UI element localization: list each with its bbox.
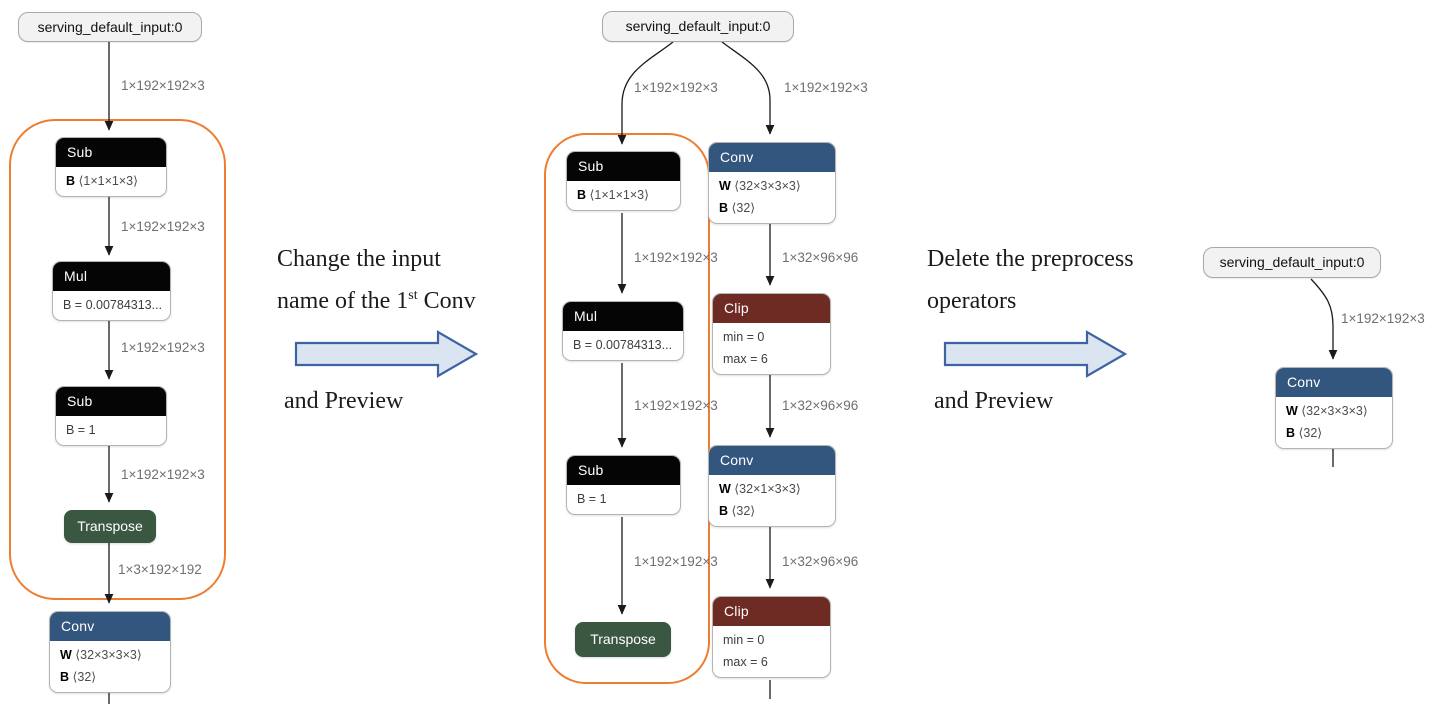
op-node-sub: Sub B = 1: [566, 455, 681, 515]
edge-label: 1×192×192×3: [121, 219, 205, 234]
param-line: B = 0.00784313...: [573, 338, 673, 352]
param-name: W: [1286, 404, 1298, 418]
param-line: max = 6: [723, 352, 768, 366]
edge-label: 1×192×192×3: [121, 78, 205, 93]
op-title: Sub: [56, 138, 166, 167]
param-value: ⟨32⟩: [731, 504, 756, 518]
edge: [721, 41, 775, 135]
op-node-sub: Sub B ⟨1×1×1×3⟩: [55, 137, 167, 197]
annotation-line: Delete the preprocess: [927, 246, 1134, 272]
edge-label: 1×192×192×3: [121, 340, 205, 355]
edge-label: 1×32×96×96: [782, 554, 859, 569]
input-node: serving_default_input:0: [1203, 247, 1381, 278]
op-node-sub: Sub B = 1: [55, 386, 167, 446]
edge-label: 1×192×192×3: [121, 467, 205, 482]
param-value: ⟨32×3×3×3⟩: [734, 179, 801, 193]
param-line: B = 1: [577, 492, 607, 506]
op-title: Mul: [53, 262, 170, 291]
param-value: ⟨32×3×3×3⟩: [75, 648, 142, 662]
transition-arrow-left: [294, 330, 479, 378]
edge: [1310, 278, 1338, 360]
op-node-sub: Sub B ⟨1×1×1×3⟩: [566, 151, 681, 211]
preprocess-group-box-left: [9, 119, 226, 600]
edge-label: 1×192×192×3: [1341, 311, 1425, 326]
op-title: Sub: [567, 456, 680, 485]
annotation-line: Change the input: [277, 246, 441, 272]
param-value: ⟨32×3×3×3⟩: [1301, 404, 1368, 418]
param-name: W: [719, 179, 731, 193]
param-line: B = 0.00784313...: [63, 298, 163, 312]
op-node-clip: Clip min = 0 max = 6: [712, 596, 831, 678]
param-name: B: [60, 670, 70, 684]
annotation-line: operators: [927, 288, 1017, 314]
op-title: Conv: [709, 446, 835, 475]
op-title: Conv: [50, 612, 170, 641]
param-value: ⟨1×1×1×3⟩: [78, 174, 138, 188]
transition-arrow-right: [943, 330, 1128, 378]
op-node-conv: Conv W ⟨32×3×3×3⟩ B ⟨32⟩: [708, 142, 836, 224]
param-value: ⟨32⟩: [72, 670, 97, 684]
edge: [617, 41, 674, 145]
input-node: serving_default_input:0: [602, 11, 794, 42]
param-name: B: [719, 201, 729, 215]
param-name: B: [1286, 426, 1296, 440]
annotation-line: and Preview: [934, 388, 1054, 414]
op-title: Clip: [713, 294, 830, 323]
op-title: Mul: [563, 302, 683, 331]
annotation-line: name of the 1st Conv: [277, 288, 476, 314]
edge-label: 1×32×96×96: [782, 250, 859, 265]
superscript: st: [408, 288, 418, 303]
input-node: serving_default_input:0: [18, 12, 202, 42]
op-node-mul: Mul B = 0.00784313...: [562, 301, 684, 361]
param-line: min = 0: [723, 330, 765, 344]
op-node-transpose: Transpose: [64, 510, 156, 543]
op-title: Conv: [709, 143, 835, 172]
param-line: min = 0: [723, 633, 765, 647]
op-title: Sub: [567, 152, 680, 181]
preprocess-group-box-middle: [544, 133, 710, 684]
op-node-clip: Clip min = 0 max = 6: [712, 293, 831, 375]
param-value: ⟨32×1×3×3⟩: [734, 482, 801, 496]
param-line: B = 1: [66, 423, 96, 437]
param-name: B: [577, 188, 587, 202]
edge-label: 1×192×192×3: [634, 554, 718, 569]
edge-label: 1×192×192×3: [784, 80, 868, 95]
op-title: Clip: [713, 597, 830, 626]
param-line: max = 6: [723, 655, 768, 669]
param-value: ⟨1×1×1×3⟩: [589, 188, 649, 202]
param-value: ⟨32⟩: [1298, 426, 1323, 440]
edge-label: 1×192×192×3: [634, 80, 718, 95]
op-node-conv: Conv W ⟨32×3×3×3⟩ B ⟨32⟩: [49, 611, 171, 693]
edge-label: 1×192×192×3: [634, 250, 718, 265]
param-name: B: [66, 174, 76, 188]
op-node-mul: Mul B = 0.00784313...: [52, 261, 171, 321]
edge-label: 1×3×192×192: [118, 562, 202, 577]
param-name: W: [719, 482, 731, 496]
edge-label: 1×32×96×96: [782, 398, 859, 413]
op-title: Conv: [1276, 368, 1392, 397]
op-node-conv: Conv W ⟨32×3×3×3⟩ B ⟨32⟩: [1275, 367, 1393, 449]
annotation-line: and Preview: [284, 388, 404, 414]
param-name: B: [719, 504, 729, 518]
edge-label: 1×192×192×3: [634, 398, 718, 413]
param-name: W: [60, 648, 72, 662]
op-title: Sub: [56, 387, 166, 416]
op-node-transpose: Transpose: [575, 622, 671, 657]
param-value: ⟨32⟩: [731, 201, 756, 215]
op-node-conv: Conv W ⟨32×1×3×3⟩ B ⟨32⟩: [708, 445, 836, 527]
